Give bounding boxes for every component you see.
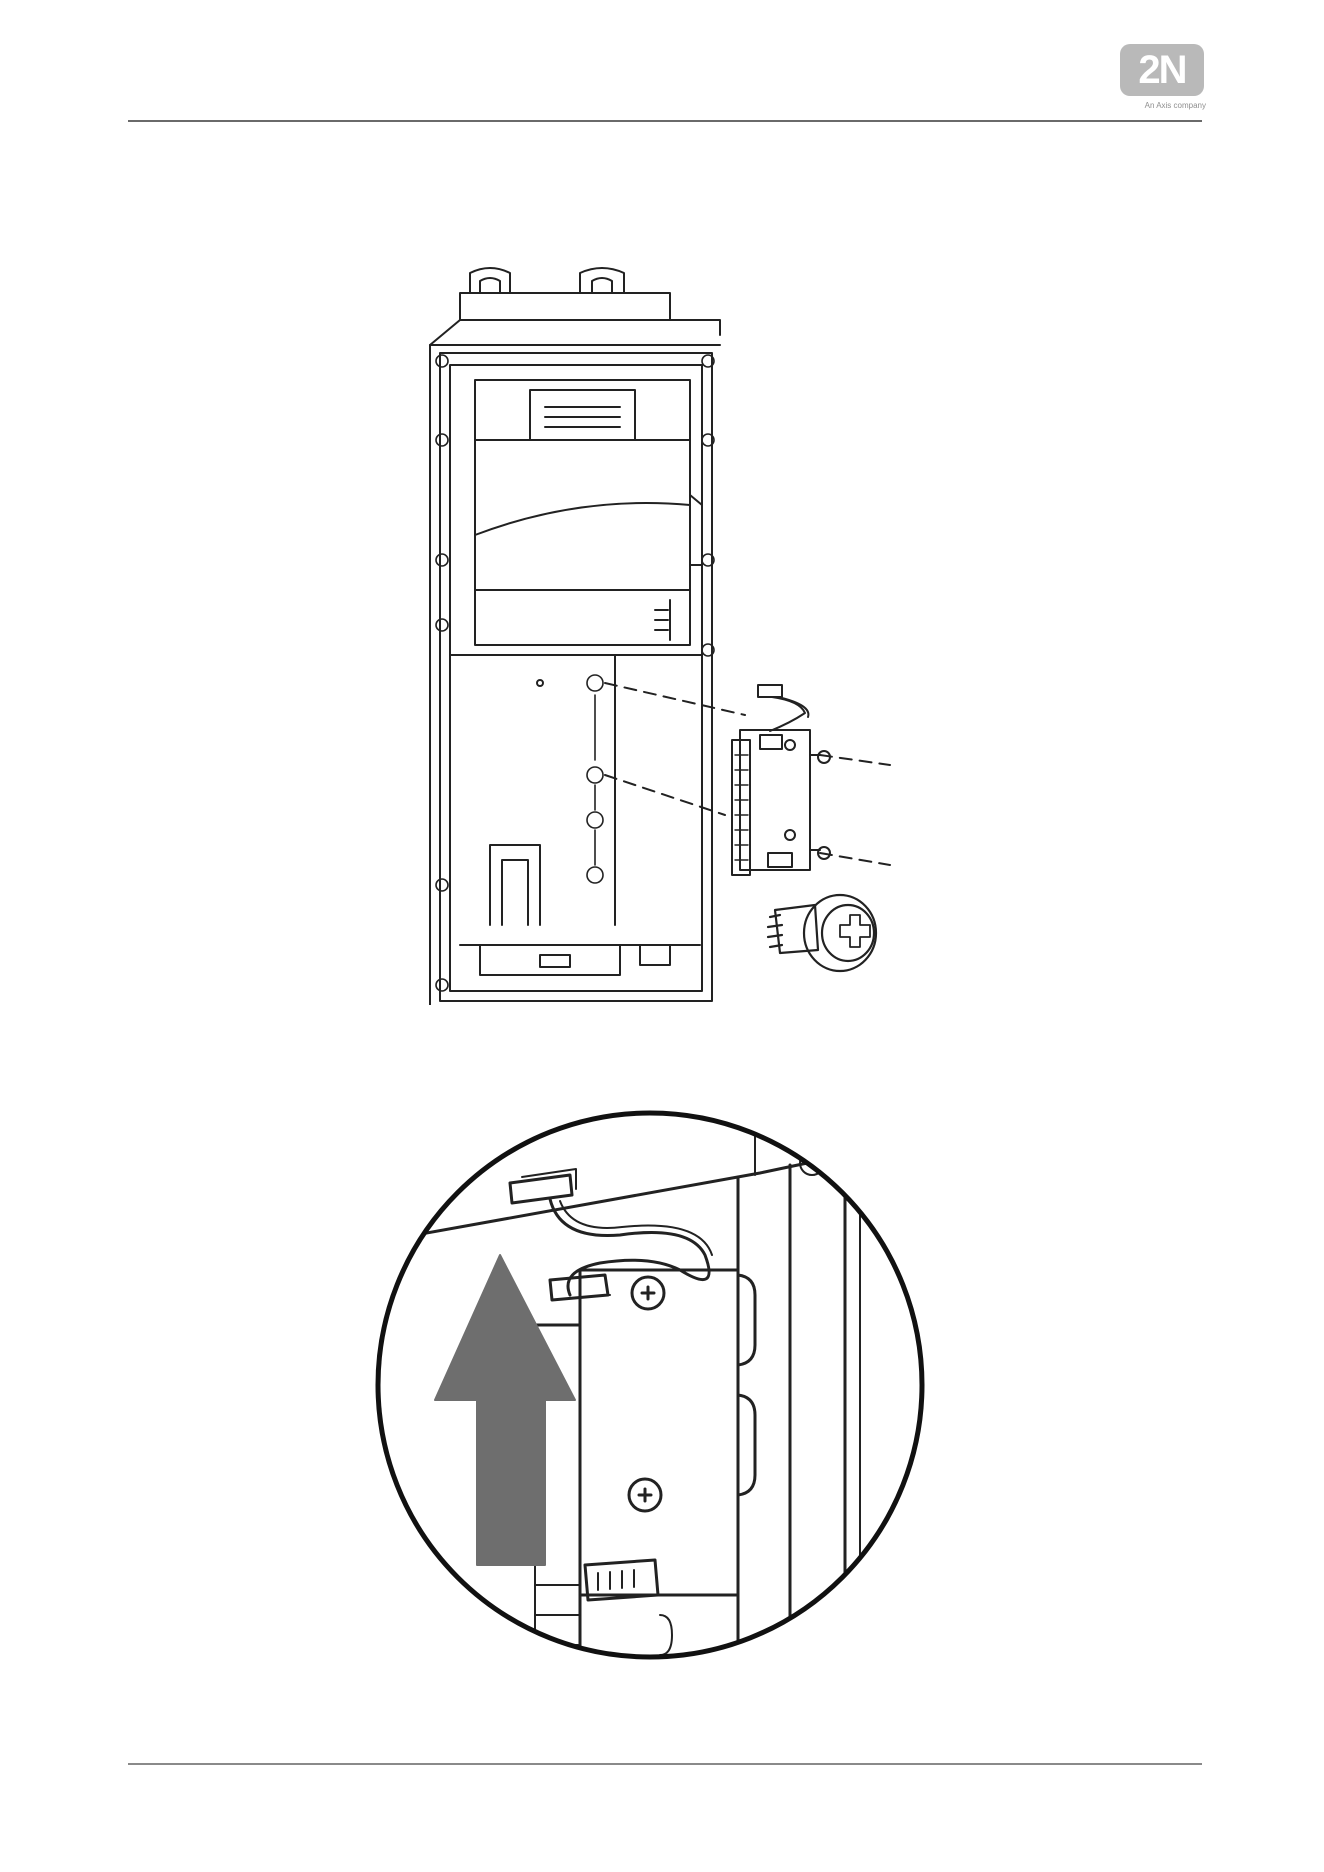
header-divider — [128, 120, 1202, 122]
brand-logo: 2N — [1120, 44, 1204, 96]
detail-cable-illustration — [360, 1095, 940, 1675]
footer-divider — [128, 1763, 1202, 1765]
logo-tagline: An Axis company — [1110, 101, 1206, 110]
exploded-module-illustration — [420, 265, 900, 1005]
logo-badge: 2N — [1120, 44, 1204, 96]
